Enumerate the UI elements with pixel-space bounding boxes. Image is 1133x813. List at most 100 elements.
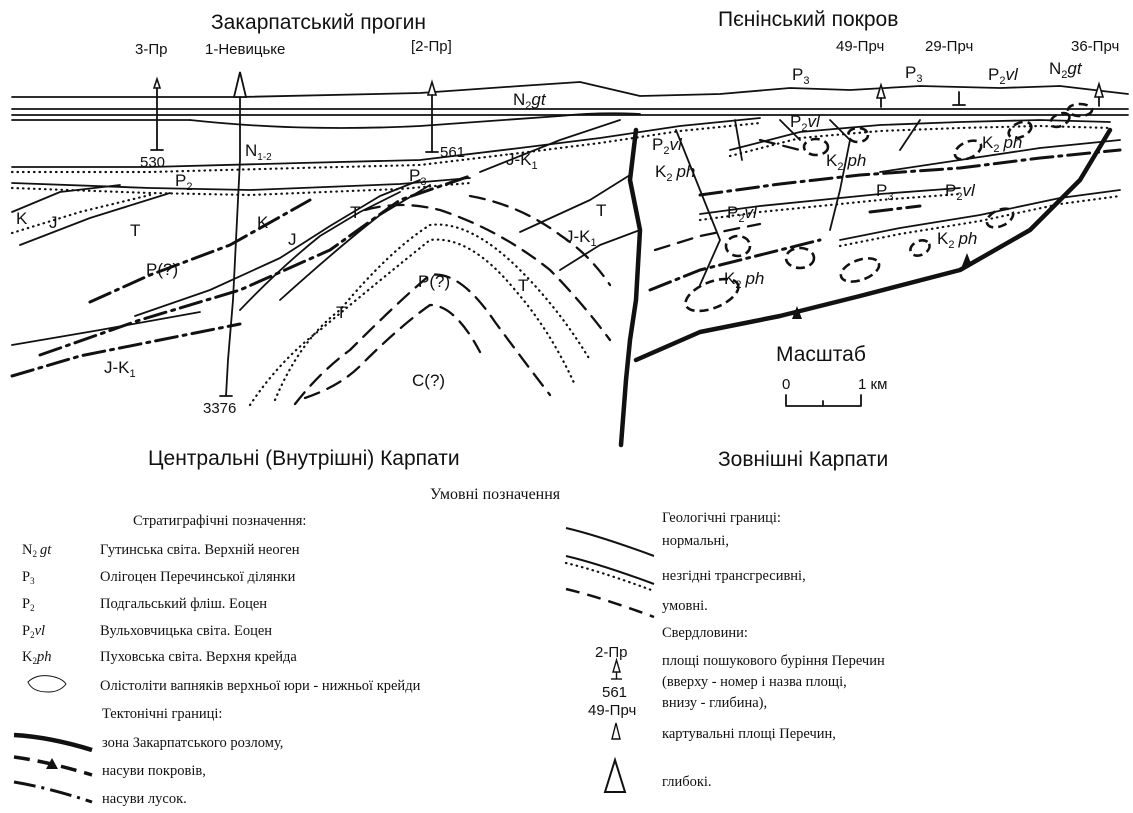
svg-text:Гутинська світа. Верхній неоге: Гутинська світа. Верхній неоген: [100, 542, 300, 558]
legend-strat-header: Стратиграфічні позначення:: [133, 513, 306, 529]
scale-one: 1 км: [858, 376, 887, 393]
well-depth-561: 561: [440, 144, 465, 161]
olistolith: [726, 236, 750, 256]
legend-strat-row: P2 Подгальський фліш. Еоцен: [22, 596, 267, 613]
outer-top-vl-dots: [730, 126, 1110, 156]
svg-text:K2ph: K2ph: [22, 649, 51, 666]
svg-text:P3: P3: [22, 569, 35, 586]
j-t-contact: [20, 193, 170, 245]
unit-t: T: [518, 276, 528, 295]
unit-j: J: [49, 213, 58, 232]
slice-thrust-symbol-icon: [14, 782, 92, 802]
svg-text:Подгальський фліш. Еоцен: Подгальський фліш. Еоцен: [100, 596, 267, 612]
search-well-icon: [613, 660, 620, 672]
scale-title: Масштаб: [776, 343, 866, 366]
legend-well-example-top: 2-Пр: [595, 644, 627, 661]
legend-title: Умовні позначення: [430, 486, 561, 503]
unit-p2vl: P2vl: [988, 65, 1019, 87]
well-36-prch: [1095, 84, 1103, 106]
unconformity-dots-icon: [566, 563, 654, 591]
outer-dashed-2: [760, 140, 800, 150]
unconformity-boundary-symbol-icon: [566, 556, 654, 584]
fold-dashed-2: [305, 305, 480, 398]
p2-top-line: [12, 118, 760, 167]
well-label-49-prch: 49-Прч: [836, 38, 884, 55]
well-label-36-prch: 36-Прч: [1071, 38, 1119, 55]
fault-zone-symbol-icon: [14, 735, 92, 750]
unit-p3: P3: [409, 166, 426, 188]
unit-k: K: [257, 213, 269, 232]
well-label-3-pr: 3-Пр: [135, 41, 167, 58]
olistolith: [804, 139, 828, 155]
legend-wells-text: площі пошукового буріння Перечин: [662, 653, 885, 669]
svg-text:Вульховчицька світа. Еоцен: Вульховчицька світа. Еоцен: [100, 623, 272, 639]
jk1-block-1: [480, 120, 620, 172]
region-central-title: Центральні (Внутрішні) Карпати: [148, 447, 460, 470]
central-contact-2: [240, 192, 400, 310]
unit-p-query: P(?): [418, 272, 450, 291]
legend-geo-row: умовні.: [662, 598, 708, 614]
olistolith: [952, 137, 984, 163]
legend-tect-row: зона Закарпатського розлому,: [102, 735, 283, 751]
mapping-well-icon: [612, 723, 620, 739]
unit-p3: P3: [876, 181, 893, 203]
legend-wells-text: внизу - глибина),: [662, 695, 767, 711]
legend-strat-row: P3 Олігоцен Перечинської ділянки: [22, 569, 296, 586]
conditional-boundary-symbol-icon: [566, 589, 654, 617]
outer-contact-1: [676, 130, 720, 285]
legend-tect-header: Тектонічні границі:: [102, 706, 222, 722]
well-label-29-prch: 29-Прч: [925, 38, 973, 55]
olistolith: [908, 237, 932, 258]
legend-olist-text: Олістоліти вапняків верхньої юри - нижнь…: [100, 678, 421, 694]
well-depth-530: 530: [140, 154, 165, 171]
legend: Умовні позначення Стратиграфічні позначе…: [14, 486, 885, 807]
legend-wells-text: (вверху - номер і назва площі,: [662, 674, 847, 690]
well-depth-3376: 3376: [203, 400, 236, 417]
unit-p3: P3: [792, 65, 809, 87]
topography-line: [12, 82, 1128, 97]
legend-tect-row: насуви лусок.: [102, 791, 187, 807]
outer-mid-1: [880, 140, 1120, 172]
unit-t: T: [130, 221, 140, 240]
svg-text:Пуховська світа. Верхня крейда: Пуховська світа. Верхня крейда: [100, 649, 297, 665]
unit-t: T: [350, 203, 360, 222]
thrust-left-2: [40, 176, 470, 355]
outer-top-vl: [730, 120, 1110, 150]
well-1-nevytske: [220, 72, 246, 396]
svg-text:N2gt: N2gt: [22, 542, 52, 559]
scale-bar: Масштаб 0 1 км: [776, 343, 887, 406]
jk1-contact: [12, 312, 200, 345]
outer-mid-3: [700, 188, 960, 214]
unit-p2vl: P2vl: [652, 135, 683, 157]
well-label-2-pr: [2-Пр]: [411, 38, 452, 55]
legend-strat-row: K2ph Пуховська світа. Верхня крейда: [22, 649, 297, 666]
normal-boundary-symbol-icon: [566, 528, 654, 556]
olistolith: [786, 248, 814, 268]
unit-k: K: [16, 209, 28, 228]
outer-thrust-1: [700, 150, 1120, 195]
region-nappe-title: Пєнінський покров: [718, 8, 898, 31]
olistolith: [838, 254, 882, 286]
unit-n2gt-right: N2gt: [1049, 59, 1083, 81]
unit-p2: P2: [175, 171, 192, 193]
legend-tect-row: насуви покровів,: [102, 763, 206, 779]
outer-thrust-3: [870, 206, 920, 212]
unit-t: T: [596, 201, 606, 220]
transcarpathian-fault: [621, 130, 640, 445]
unit-jk1: J-K1: [104, 358, 136, 380]
unit-p2vl: P2vl: [945, 181, 976, 203]
deep-well-icon: [605, 760, 625, 792]
central-contact-1: [135, 180, 420, 316]
svg-text:Олігоцен Перечинської ділянки: Олігоцен Перечинської ділянки: [100, 569, 296, 585]
svg-text:P2: P2: [22, 596, 35, 613]
nappe-base-fault: [636, 130, 1110, 360]
fold-dashed-outer: [365, 205, 610, 340]
well-label-1-nevytske: 1-Невицьке: [205, 41, 285, 58]
legend-geo-header: Геологічні границі:: [662, 510, 781, 526]
scale-zero: 0: [782, 376, 790, 393]
legend-geo-row: нормальні,: [662, 533, 729, 549]
unit-j: J: [288, 230, 297, 249]
